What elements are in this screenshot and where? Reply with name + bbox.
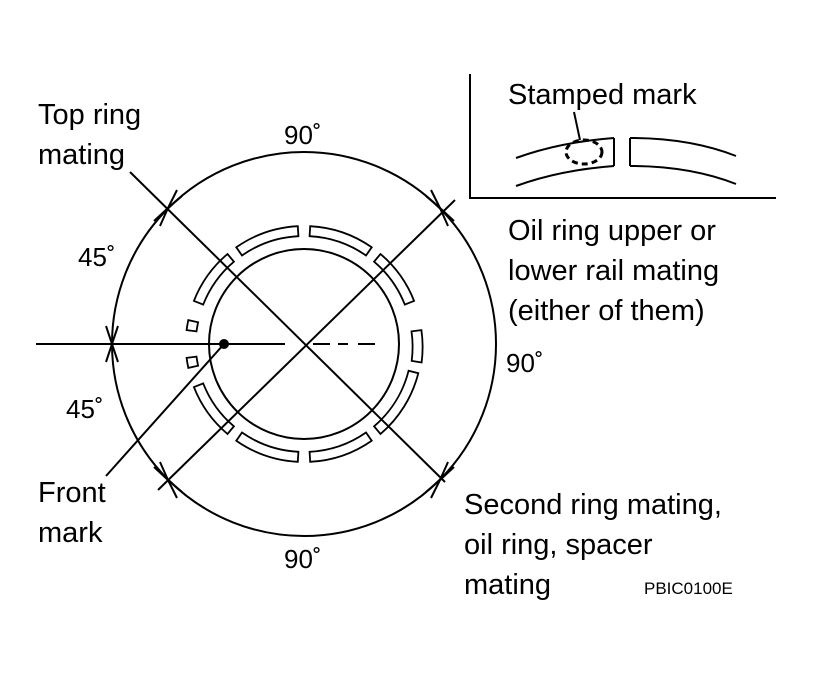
ring-upper-edge	[515, 137, 615, 159]
oil-ring-label-line: lower rail mating	[508, 255, 719, 287]
stamped-mark-icon	[564, 138, 604, 166]
angle-arrowheads	[105, 189, 455, 499]
arrowhead	[425, 189, 441, 209]
angle-top-label: 90˚	[284, 120, 322, 150]
oil-ring-label-line: Oil ring upper or	[508, 215, 716, 247]
arrowhead	[425, 479, 441, 499]
front-mark-label-line: mark	[38, 517, 103, 549]
ring-segment	[185, 355, 200, 369]
figure-code: PBIC0100E	[644, 579, 733, 598]
stamped-mark-label: Stamped mark	[508, 79, 697, 111]
angle-right-label: 90˚	[506, 348, 544, 378]
arrowhead	[167, 189, 183, 209]
arrowhead	[105, 340, 119, 363]
front-mark-dot	[219, 339, 229, 349]
oil-ring-label-line: (either of them)	[508, 295, 705, 327]
arrowhead	[167, 479, 183, 499]
top-ring-label-line: Top ring	[38, 99, 141, 131]
ring-segment	[372, 252, 416, 306]
ring-lower-edge	[629, 165, 737, 185]
front-mark-leader	[105, 343, 225, 477]
arrowhead	[153, 207, 169, 227]
ring-segment	[192, 252, 236, 306]
second-ring-label: Second ring mating, oil ring, spacer mat…	[464, 489, 730, 601]
top-ring-label: Top ring mating	[38, 99, 149, 171]
stamped-mark-leader	[573, 111, 581, 141]
front-mark-label-line: Front	[38, 477, 106, 509]
top-ring-label-line: mating	[38, 139, 125, 171]
ring-segment	[235, 225, 300, 257]
ring-segment	[308, 225, 373, 257]
arrowhead	[439, 207, 455, 227]
ring-segment	[192, 382, 236, 436]
inset-frame	[469, 74, 776, 199]
angle-bottom-label: 90˚	[284, 544, 322, 574]
ring-segment	[185, 319, 200, 333]
ring-segment	[410, 329, 424, 364]
second-ring-label-line: mating	[464, 569, 551, 601]
ring-segment	[372, 369, 420, 436]
ring-segment	[235, 431, 300, 463]
angle-left-upper-label: 45˚	[78, 242, 116, 272]
second-ring-label-line: Second ring mating,	[464, 489, 722, 521]
top-ring-mating-line	[129, 171, 446, 483]
angle-left-lower-label: 45˚	[66, 394, 104, 424]
ring-lower-edge	[515, 165, 615, 187]
front-mark-label: Front mark	[38, 477, 114, 549]
ring-segments	[185, 225, 424, 463]
ring-segment	[308, 431, 373, 463]
oil-ring-label: Oil ring upper or lower rail mating (eit…	[508, 215, 727, 327]
second-ring-label-line: oil ring, spacer	[464, 529, 653, 561]
stamped-mark-inset	[469, 74, 776, 199]
ring-upper-edge	[629, 137, 737, 157]
oil-rail-mating-line	[157, 199, 456, 491]
